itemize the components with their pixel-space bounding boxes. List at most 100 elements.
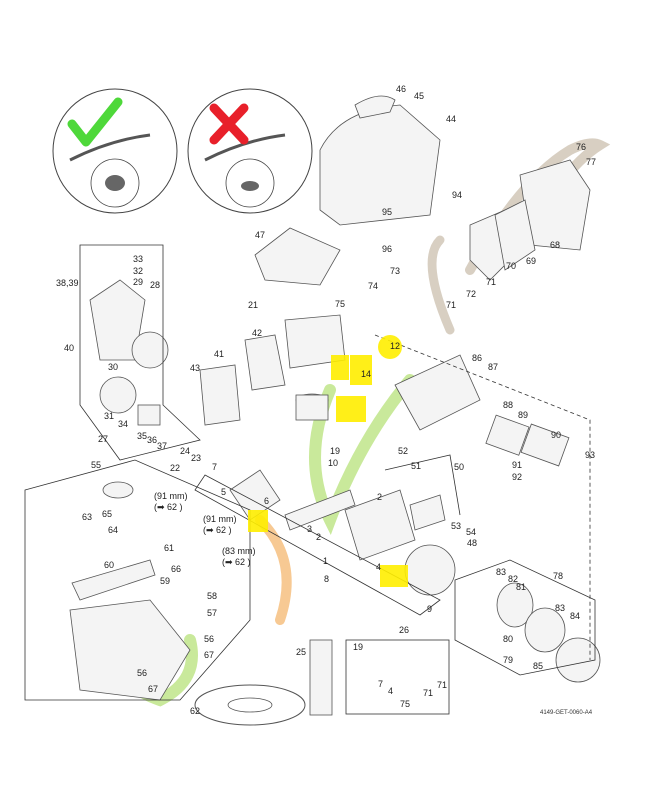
callout-65: 65 [102, 509, 112, 519]
callout-71: 71 [446, 300, 456, 310]
callout-88: 88 [503, 400, 513, 410]
callout-25: 25 [296, 647, 306, 657]
callout-4: 4 [388, 686, 393, 696]
callout-70: 70 [506, 261, 516, 271]
callout-76: 76 [576, 142, 586, 152]
callout-46: 46 [396, 84, 406, 94]
callout-60: 60 [104, 560, 114, 570]
callout-54: 54 [466, 527, 476, 537]
callout-57: 57 [207, 608, 217, 618]
callout-21: 21 [248, 300, 258, 310]
callout-61: 61 [164, 543, 174, 553]
callout-63: 63 [82, 512, 92, 522]
callout-71: 71 [437, 680, 447, 690]
callout-5: 5 [221, 487, 226, 497]
callout-87: 87 [488, 362, 498, 372]
callout-2: 2 [377, 492, 382, 502]
callout-22: 22 [170, 463, 180, 473]
correct-installation-illustration [52, 88, 178, 214]
callout-85: 85 [533, 661, 543, 671]
callout-43: 43 [190, 363, 200, 373]
callout-71: 71 [423, 688, 433, 698]
callout-36: 36 [147, 435, 157, 445]
incorrect-installation-illustration [187, 88, 313, 214]
callout-27: 27 [98, 434, 108, 444]
callout-19: 19 [353, 642, 363, 652]
callout-74: 74 [368, 281, 378, 291]
callout-71: 71 [486, 277, 496, 287]
callout-75: 75 [335, 299, 345, 309]
callout-8: 8 [324, 574, 329, 584]
callout-67: 67 [204, 650, 214, 660]
callout-55: 55 [91, 460, 101, 470]
callout-3: 3 [307, 524, 312, 534]
callout-58: 58 [207, 591, 217, 601]
drawing-code: 4149-GET-0060-A4 [540, 710, 593, 716]
callout-2: 2 [316, 532, 321, 542]
callout-12: 12 [390, 341, 400, 351]
callout-56: 56 [137, 668, 147, 678]
callout-28: 28 [150, 280, 160, 290]
callout-44: 44 [446, 114, 456, 124]
callout-4: 4 [376, 562, 381, 572]
callout-66: 66 [171, 564, 181, 574]
callout-38-39: 38,39 [56, 278, 79, 288]
callout-64: 64 [108, 525, 118, 535]
hose-note-ref: (➡ 62 ) [203, 525, 232, 535]
callout-75: 75 [400, 699, 410, 709]
hose-notes: (91 mm)(➡ 62 )(91 mm)(➡ 62 )(83 mm)(➡ 62… [154, 491, 256, 567]
callout-89: 89 [518, 410, 528, 420]
parts [69, 95, 601, 726]
callout-83: 83 [555, 603, 565, 613]
callout-45: 45 [414, 91, 424, 101]
callout-68: 68 [550, 240, 560, 250]
callout-24: 24 [180, 446, 190, 456]
callout-82: 82 [508, 574, 518, 584]
callout-84: 84 [570, 611, 580, 621]
callout-92: 92 [512, 472, 522, 482]
callout-73: 73 [390, 266, 400, 276]
callout-67: 67 [148, 684, 158, 694]
callout-23: 23 [191, 453, 201, 463]
callout-72: 72 [466, 289, 476, 299]
callout-7: 7 [212, 462, 217, 472]
callout-26: 26 [399, 625, 409, 635]
hose-note-length: (91 mm) [154, 491, 188, 501]
callout-95: 95 [382, 207, 392, 217]
callout-33: 33 [133, 254, 143, 264]
callout-48: 48 [467, 538, 477, 548]
callout-34: 34 [118, 419, 128, 429]
highlight-markers [248, 335, 408, 587]
callout-53: 53 [451, 521, 461, 531]
callout-81: 81 [516, 582, 526, 592]
callout-78: 78 [553, 571, 563, 581]
callout-37: 37 [157, 441, 167, 451]
hose-note-ref: (➡ 62 ) [222, 557, 251, 567]
callout-79: 79 [503, 655, 513, 665]
callout-91: 91 [512, 460, 522, 470]
callout-32: 32 [133, 266, 143, 276]
callout-19: 19 [330, 446, 340, 456]
callout-56: 56 [204, 634, 214, 644]
check-mark-icon [67, 97, 123, 147]
callout-29: 29 [133, 277, 143, 287]
callout-1: 1 [323, 556, 328, 566]
callout-51: 51 [411, 461, 421, 471]
callout-83: 83 [496, 567, 506, 577]
callout-77: 77 [586, 157, 596, 167]
callout-9: 9 [427, 604, 432, 614]
callout-86: 86 [472, 353, 482, 363]
hose-note-length: (83 mm) [222, 546, 256, 556]
callout-69: 69 [526, 256, 536, 266]
callout-41: 41 [214, 349, 224, 359]
callout-40: 40 [64, 343, 74, 353]
callout-35: 35 [137, 431, 147, 441]
hose-note-length: (91 mm) [203, 514, 237, 524]
callout-6: 6 [264, 496, 269, 506]
callout-93: 93 [585, 450, 595, 460]
callout-59: 59 [160, 576, 170, 586]
callout-42: 42 [252, 328, 262, 338]
